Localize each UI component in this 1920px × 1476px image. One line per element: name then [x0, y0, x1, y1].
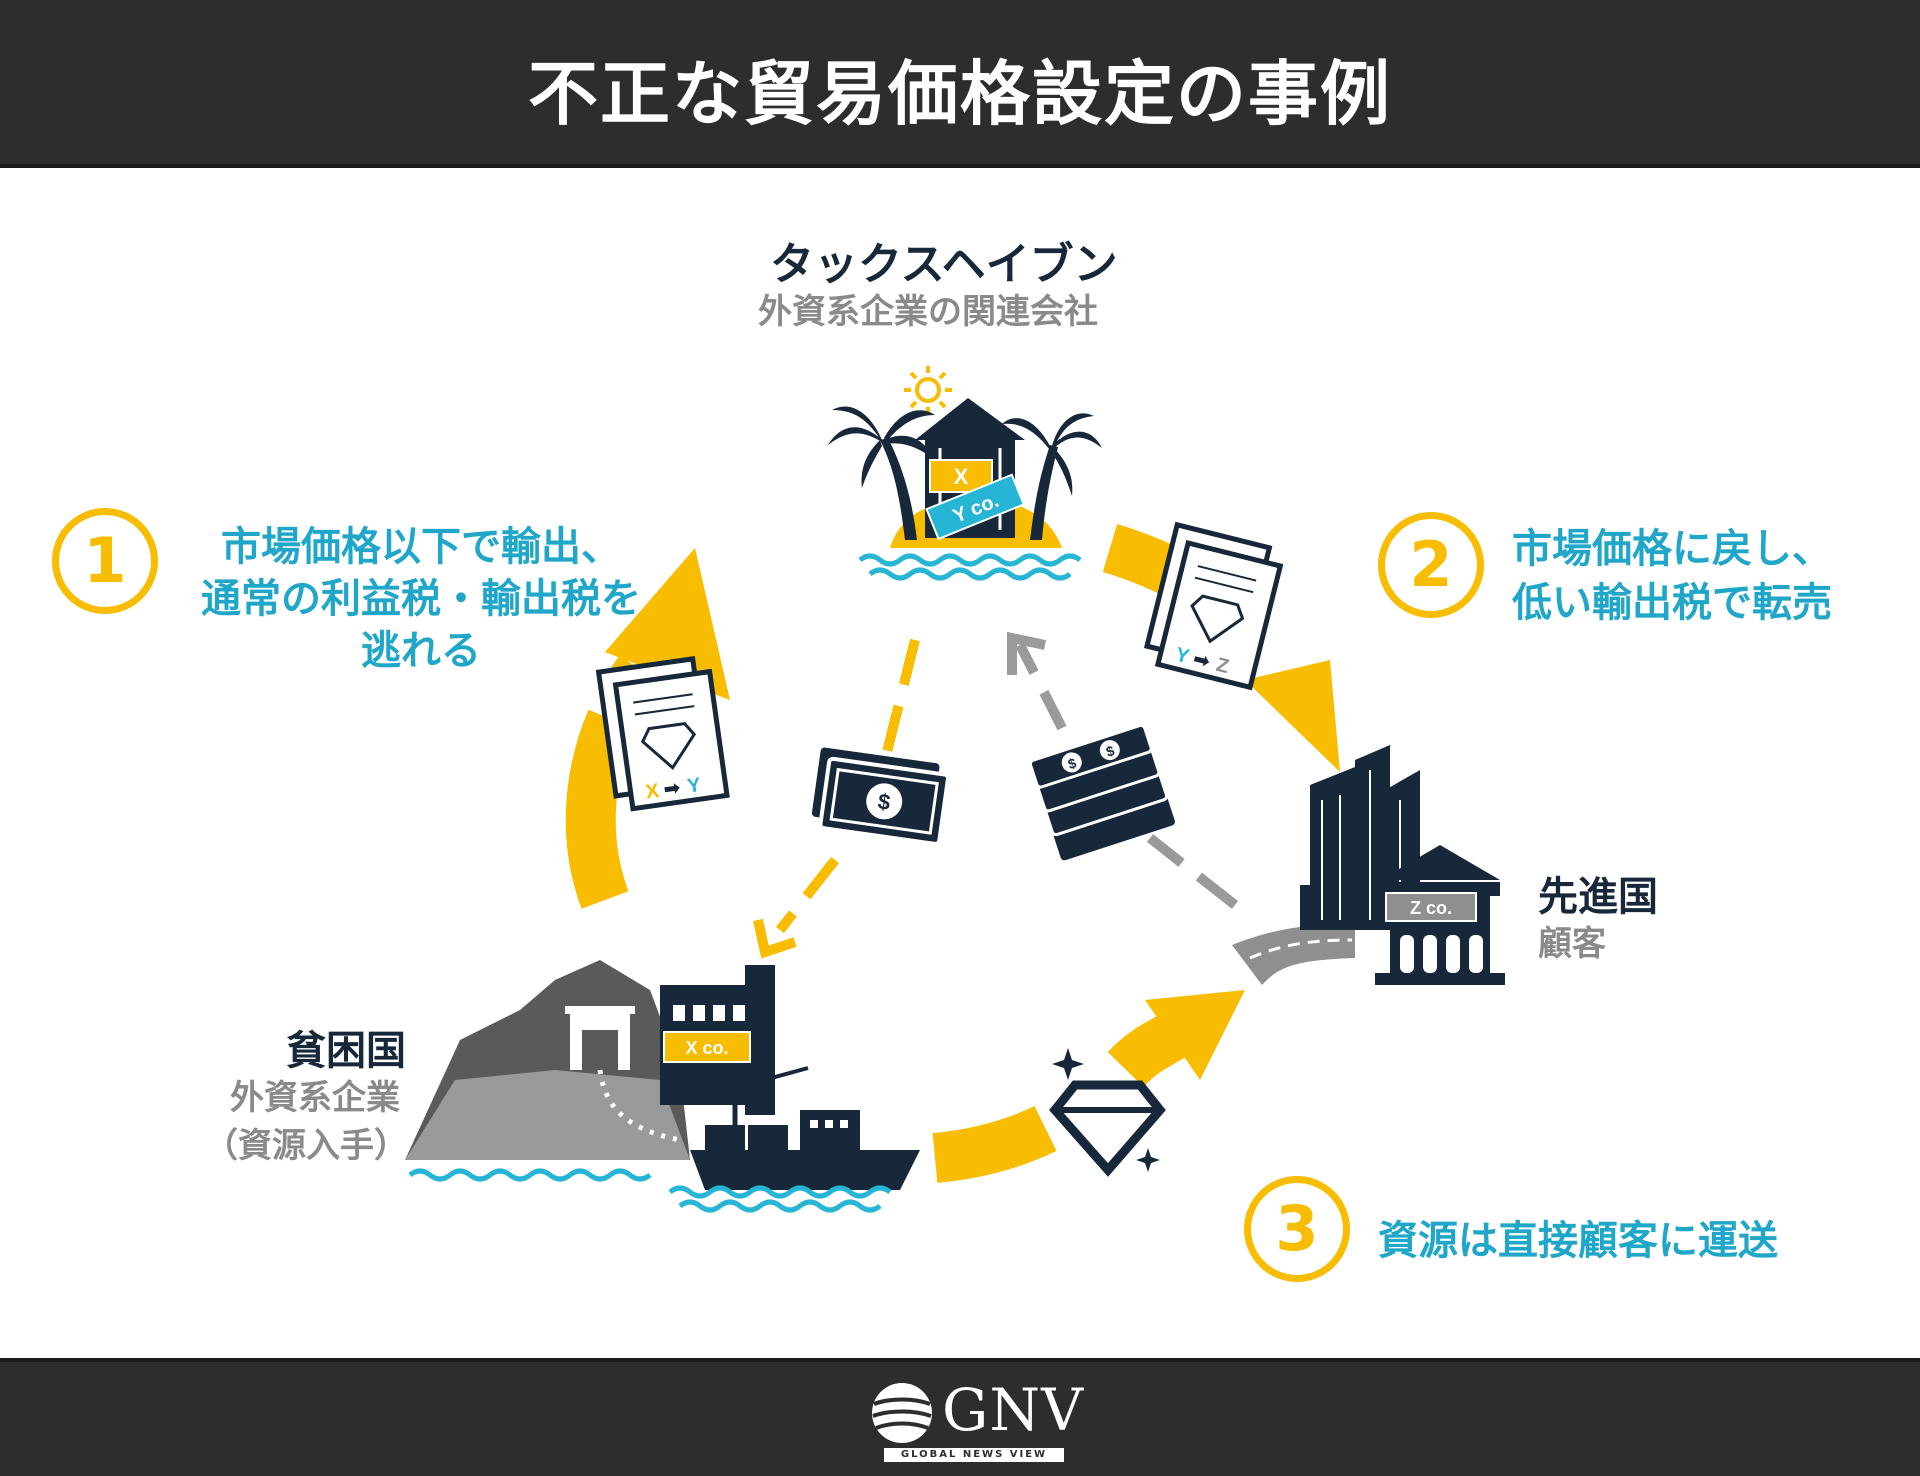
developed-country-subtitle: 顧客 — [1538, 924, 1606, 964]
developed-country-city: Z co. — [1232, 745, 1505, 985]
diamond-icon — [640, 722, 697, 770]
step-1-line-3: 逃れる — [361, 628, 481, 674]
step-2-line-2: 低い輸出税で転売 — [1512, 580, 1832, 626]
header-bar: 不正な貿易価格設定の事例 — [0, 0, 1920, 168]
diamond-icon — [1049, 1080, 1166, 1177]
footer-bar: GNV GLOBAL NEWS VIEW — [0, 1358, 1920, 1476]
svg-text:Z: Z — [1214, 654, 1231, 678]
svg-text:➡: ➡ — [662, 775, 682, 801]
poor-country-subtitle-1: 外資系企業 — [230, 1078, 400, 1118]
document-y-to-z: Y ➡ Z — [1143, 521, 1284, 691]
poor-country-subtitle-2: （資源入手） — [204, 1126, 408, 1166]
mine-icon — [405, 960, 690, 1160]
diamond-icon — [1190, 594, 1245, 644]
money-flow-arrow-up — [1007, 631, 1239, 909]
step-2-line-1: 市場価格に戻し、 — [1512, 526, 1832, 572]
logo-tagline: GLOBAL NEWS VIEW — [884, 1448, 1064, 1462]
svg-text:X co.: X co. — [685, 1038, 728, 1058]
logo-text: GNV — [942, 1376, 1084, 1444]
page-title: 不正な貿易価格設定の事例 — [528, 53, 1392, 135]
money-bill-icon: $ — [811, 747, 950, 846]
svg-text:$: $ — [876, 789, 892, 815]
developed-country-title: 先進国 — [1538, 874, 1658, 920]
tax-haven-island: X Y co. — [828, 366, 1102, 581]
money-flow-arrow-down — [753, 638, 920, 959]
money-stack-icon: $ $ — [1028, 723, 1175, 861]
palm-tree-icon — [828, 406, 935, 540]
svg-text:Y: Y — [686, 774, 703, 798]
tax-haven-title: タックスヘイブン — [770, 239, 1118, 290]
tax-haven-subtitle: 外資系企業の関連会社 — [758, 292, 1098, 332]
gnv-logo: GNV GLOBAL NEWS VIEW — [870, 1376, 1083, 1462]
document-x-to-y: X ➡ Y — [595, 656, 730, 812]
poor-country-title: 貧困国 — [286, 1028, 406, 1074]
step-1-line-1: 市場価格以下で輸出、 — [221, 524, 621, 570]
factory-icon: X co. — [660, 965, 775, 1115]
step-3-line-1: 資源は直接顧客に運送 — [1378, 1218, 1778, 1264]
svg-text:X: X — [644, 780, 661, 804]
bank-icon: Z co. — [1375, 845, 1505, 985]
svg-text:Z co.: Z co. — [1410, 898, 1452, 918]
step-2-number: 2 — [1378, 512, 1484, 618]
svg-text:➡: ➡ — [1191, 646, 1213, 673]
step-1-number: 1 — [52, 508, 158, 614]
y-co-tag: Y co. — [925, 473, 1026, 541]
flow-arrow-3 — [932, 990, 1245, 1183]
sparkle-icon — [1052, 1048, 1160, 1172]
flow-arrow-2 — [1102, 524, 1340, 772]
ship-icon — [690, 1066, 920, 1190]
poor-country-scene: X co. — [405, 960, 920, 1213]
palm-tree-icon — [1002, 413, 1102, 540]
sun-icon — [904, 366, 952, 414]
svg-text:X: X — [954, 464, 969, 489]
globe-icon — [872, 1383, 932, 1443]
svg-text:Y: Y — [1173, 644, 1192, 669]
step-3-number: 3 — [1244, 1176, 1350, 1282]
step-1-line-2: 通常の利益税・輸出税を — [201, 576, 641, 622]
